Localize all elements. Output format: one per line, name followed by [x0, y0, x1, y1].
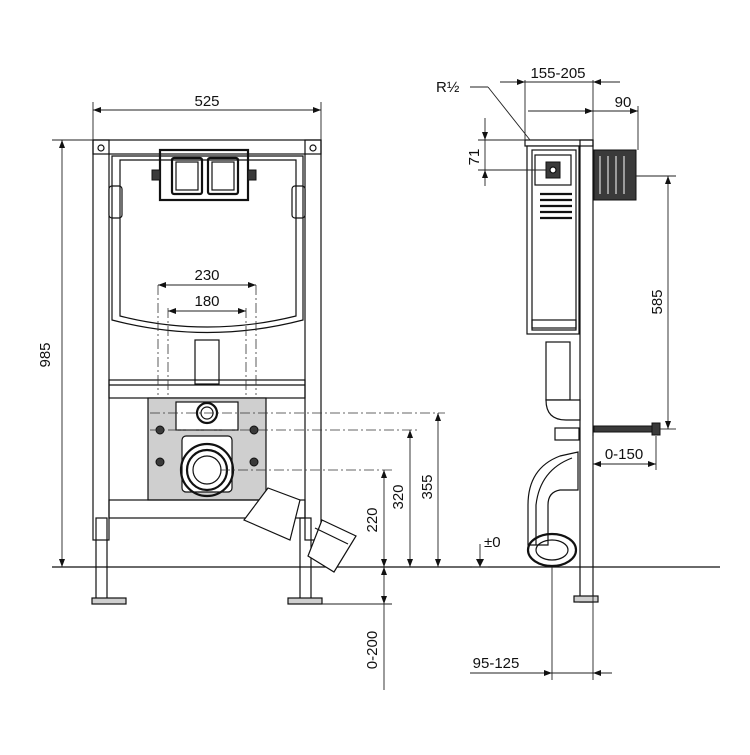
frame-left-leg — [95, 517, 108, 601]
dim-depth-90-label: 90 — [615, 94, 632, 111]
dim-220-label: 220 — [364, 507, 381, 532]
dim-180-label: 180 — [194, 293, 219, 310]
front-dimensions: 525 985 230 180 220 320 355 0-200 — [37, 93, 441, 690]
side-view — [524, 139, 661, 603]
front-view — [91, 139, 445, 605]
side-mounting-bolt — [593, 425, 657, 433]
dim-bolt-projection-label: 0-150 — [605, 446, 643, 463]
cistern — [111, 155, 304, 334]
flush-pipe — [194, 339, 220, 385]
thread-size-label: R½ — [436, 79, 460, 96]
dim-585-label: 585 — [649, 289, 666, 314]
dim-leg-adjust-label: 0-200 — [364, 631, 381, 669]
floor-level-label: ±0 — [484, 534, 501, 551]
side-cistern-ribs — [540, 192, 572, 220]
flush-button-right — [206, 156, 240, 196]
dim-foot-depth-label: 95-125 — [473, 655, 520, 672]
side-flush-plate — [593, 149, 637, 201]
dim-230-label: 230 — [194, 267, 219, 284]
dim-inlet-71-label: 71 — [466, 149, 483, 166]
flush-button-left — [170, 156, 204, 196]
dim-320-label: 320 — [390, 484, 407, 509]
side-dimensions: R½ 155-205 90 71 585 0-150 — [436, 65, 676, 680]
waste-elbow — [243, 487, 301, 541]
dim-height-label: 985 — [37, 342, 54, 367]
side-frame-upright — [579, 139, 594, 603]
frame-right-upright — [304, 139, 322, 541]
dim-width-label: 525 — [194, 93, 219, 110]
dim-355-label: 355 — [419, 474, 436, 499]
frame-left-upright — [92, 139, 110, 541]
dim-depth-range-label: 155-205 — [530, 65, 585, 82]
frame-top-rail — [92, 139, 322, 155]
